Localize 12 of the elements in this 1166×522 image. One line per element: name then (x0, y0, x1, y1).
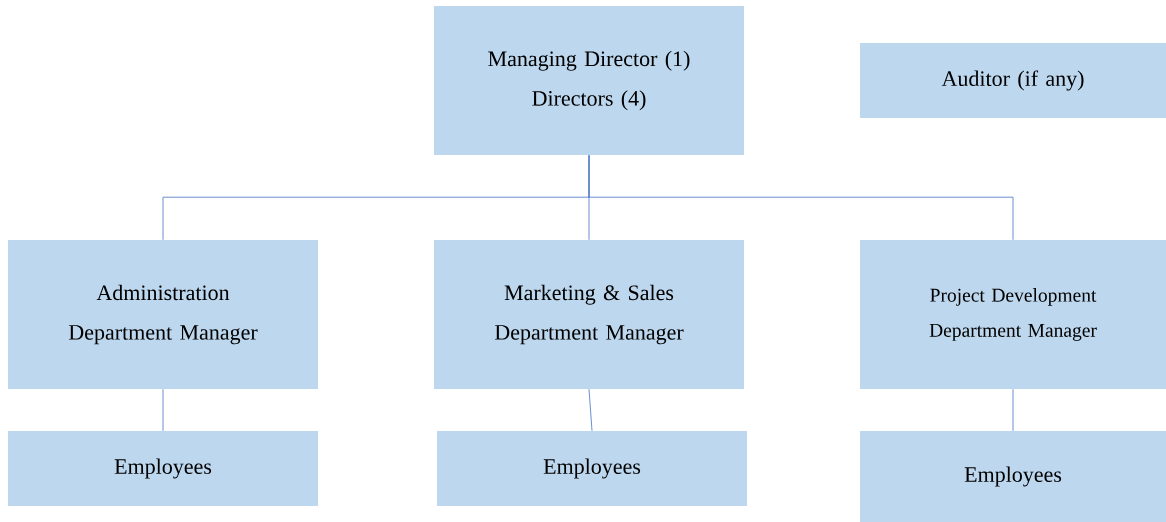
org-box: Employees (860, 431, 1166, 522)
connector-line (588, 388, 593, 432)
org-box: Employees (8, 431, 318, 506)
org-box: Managing Director (1) Directors (4) (434, 6, 744, 155)
connector-line (1012, 388, 1014, 432)
org-box: Project Development Department Manager (860, 240, 1166, 389)
org-box: Marketing & Sales Department Manager (434, 240, 744, 389)
connector-line (588, 154, 1014, 241)
org-box: Auditor (if any) (860, 43, 1166, 118)
org-box: Employees (437, 431, 747, 506)
org-box: Administration Department Manager (8, 240, 318, 389)
connector-line (162, 388, 164, 432)
